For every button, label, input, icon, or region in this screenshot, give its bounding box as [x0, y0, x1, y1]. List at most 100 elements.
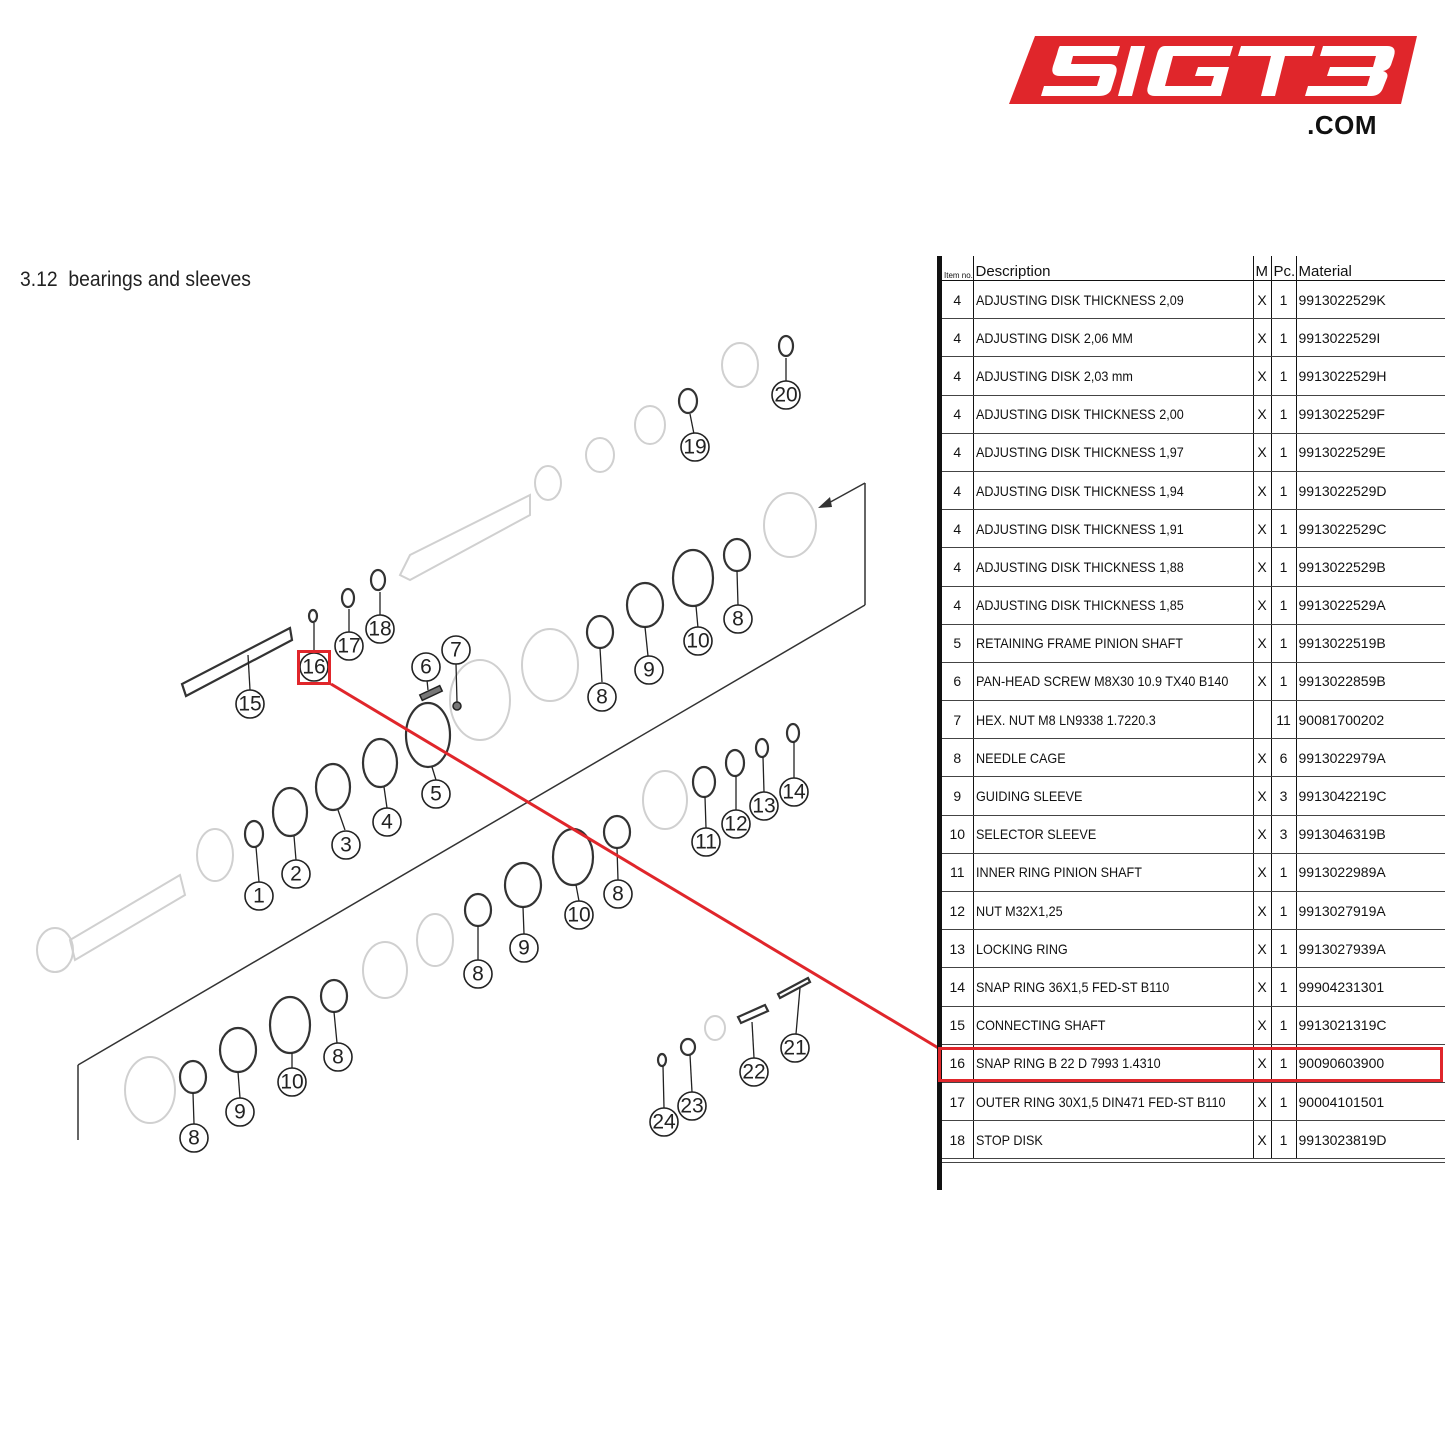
row-item: 12: [942, 891, 973, 931]
row-m-text: X: [1257, 749, 1267, 766]
row-m: X: [1252, 853, 1271, 893]
row-description: SNAP RING 36X1,5 FED-ST B110: [972, 967, 1253, 1007]
row-description: SNAP RING B 22 D 7993 1.4310: [972, 1044, 1253, 1083]
row-m-text: X: [1257, 367, 1267, 384]
row-material-text: 90090603900: [1298, 1055, 1385, 1072]
callout-9a: 9: [634, 655, 664, 685]
row-m-text: X: [1257, 597, 1267, 614]
row-description-text: STOP DISK: [975, 1131, 1043, 1148]
row-m: X: [1252, 280, 1271, 320]
row-pc: 1: [1270, 624, 1296, 663]
row-m-text: X: [1257, 444, 1267, 461]
row-material: 99904231301: [1295, 967, 1445, 1007]
row-description: ADJUSTING DISK THICKNESS 1,91: [972, 509, 1253, 549]
row-pc: 1: [1270, 586, 1296, 625]
part-8-needle-cage-a: [722, 537, 752, 573]
row-item: 4: [942, 509, 973, 549]
header-material: Material: [1295, 256, 1445, 281]
row-m: X: [1252, 547, 1271, 587]
row-description: GUIDING SLEEVE: [972, 776, 1253, 816]
row-material-text: 9913022519B: [1298, 635, 1386, 652]
callout-24: 24: [649, 1107, 679, 1137]
parts: [178, 334, 812, 1095]
row-item-text: 6: [953, 673, 962, 690]
row-description-text: SELECTOR SLEEVE: [975, 826, 1096, 843]
row-description-text: CONNECTING SHAFT: [975, 1017, 1106, 1034]
row-description-text: OUTER RING 30X1,5 DIN471 FED-ST B110: [975, 1093, 1226, 1110]
row-item-text: 4: [953, 367, 962, 384]
row-m-text: X: [1257, 788, 1267, 805]
part-23-bushing: [679, 1037, 697, 1057]
svg-text:11: 11: [695, 831, 717, 854]
part-9-guiding-sleeve-c: [218, 1026, 258, 1074]
callout-19: 19: [680, 432, 710, 462]
row-item: 4: [942, 586, 973, 625]
row-item-text: 7: [953, 711, 962, 728]
row-material-text: 9913022529F: [1298, 406, 1385, 423]
row-item: 10: [942, 815, 973, 854]
row-pc-text: 1: [1279, 558, 1288, 575]
part-20-ring: [777, 334, 795, 358]
callout-18: 18: [365, 614, 395, 644]
row-m: X: [1252, 624, 1271, 663]
callout-9c: 9: [225, 1097, 255, 1127]
row-description-text: RETAINING FRAME PINION SHAFT: [975, 635, 1183, 652]
row-m-text: X: [1257, 558, 1267, 575]
svg-text:9: 9: [643, 659, 655, 682]
row-material-text: 9913027919A: [1298, 902, 1386, 919]
row-pc: 11: [1270, 700, 1296, 740]
row-m: X: [1252, 356, 1271, 396]
row-pc-text: 1: [1279, 864, 1288, 881]
svg-text:10: 10: [280, 1071, 303, 1094]
row-material: 9913022529D: [1295, 471, 1445, 511]
row-item: 4: [942, 471, 973, 511]
callout-23: 23: [677, 1091, 707, 1121]
row-material-text: 9913022529C: [1298, 520, 1387, 537]
svg-text:19: 19: [683, 436, 706, 459]
row-pc-text: 1: [1279, 520, 1288, 537]
part-9-guiding-sleeve-a: [625, 581, 665, 629]
header-description: Description: [972, 256, 1253, 281]
svg-text:16: 16: [302, 656, 325, 679]
row-material: 9913022529E: [1295, 433, 1445, 472]
row-material: 9913022529I: [1295, 318, 1445, 358]
row-item-text: 14: [949, 978, 966, 995]
row-m: X: [1252, 1120, 1271, 1160]
callout-21: 21: [780, 1033, 810, 1063]
row-item: 18: [942, 1120, 973, 1160]
svg-text:9: 9: [518, 937, 530, 960]
callout-7: 7: [441, 635, 471, 665]
row-item-text: 4: [953, 558, 962, 575]
row-description: INNER RING PINION SHAFT: [972, 853, 1253, 893]
row-item-text: 4: [953, 597, 962, 614]
row-description: ADJUSTING DISK 2,06 MM: [972, 318, 1253, 358]
row-material-text: 90004101501: [1298, 1093, 1385, 1110]
row-item: 11: [942, 853, 973, 893]
row-m: X: [1252, 776, 1271, 816]
callout-10a: 10: [683, 626, 713, 656]
svg-text:14: 14: [782, 781, 806, 804]
part-10-selector-sleeve-b: [551, 827, 595, 887]
row-material-text: 9913022529A: [1298, 597, 1386, 614]
row-description-text: ADJUSTING DISK THICKNESS 1,85: [975, 597, 1184, 614]
part-8-needle-cage-c: [602, 814, 632, 850]
row-m: X: [1252, 967, 1271, 1007]
callout-5: 5: [421, 779, 451, 809]
row-material-text: 9913022859B: [1298, 673, 1386, 690]
row-item-text: 4: [953, 444, 962, 461]
svg-text:8: 8: [596, 686, 608, 709]
row-pc: 1: [1270, 547, 1296, 587]
row-material: 9913022989A: [1295, 853, 1445, 893]
row-material-text: 9913022529K: [1298, 291, 1386, 308]
row-m-text: X: [1257, 864, 1267, 881]
callout-8b: 8: [587, 682, 617, 712]
row-pc-text: 6: [1279, 749, 1288, 766]
row-pc-text: 11: [1276, 711, 1291, 728]
row-material-text: 9913022529H: [1298, 367, 1387, 384]
table-header-row: Item no. Description M Pc. Material: [942, 256, 1445, 281]
